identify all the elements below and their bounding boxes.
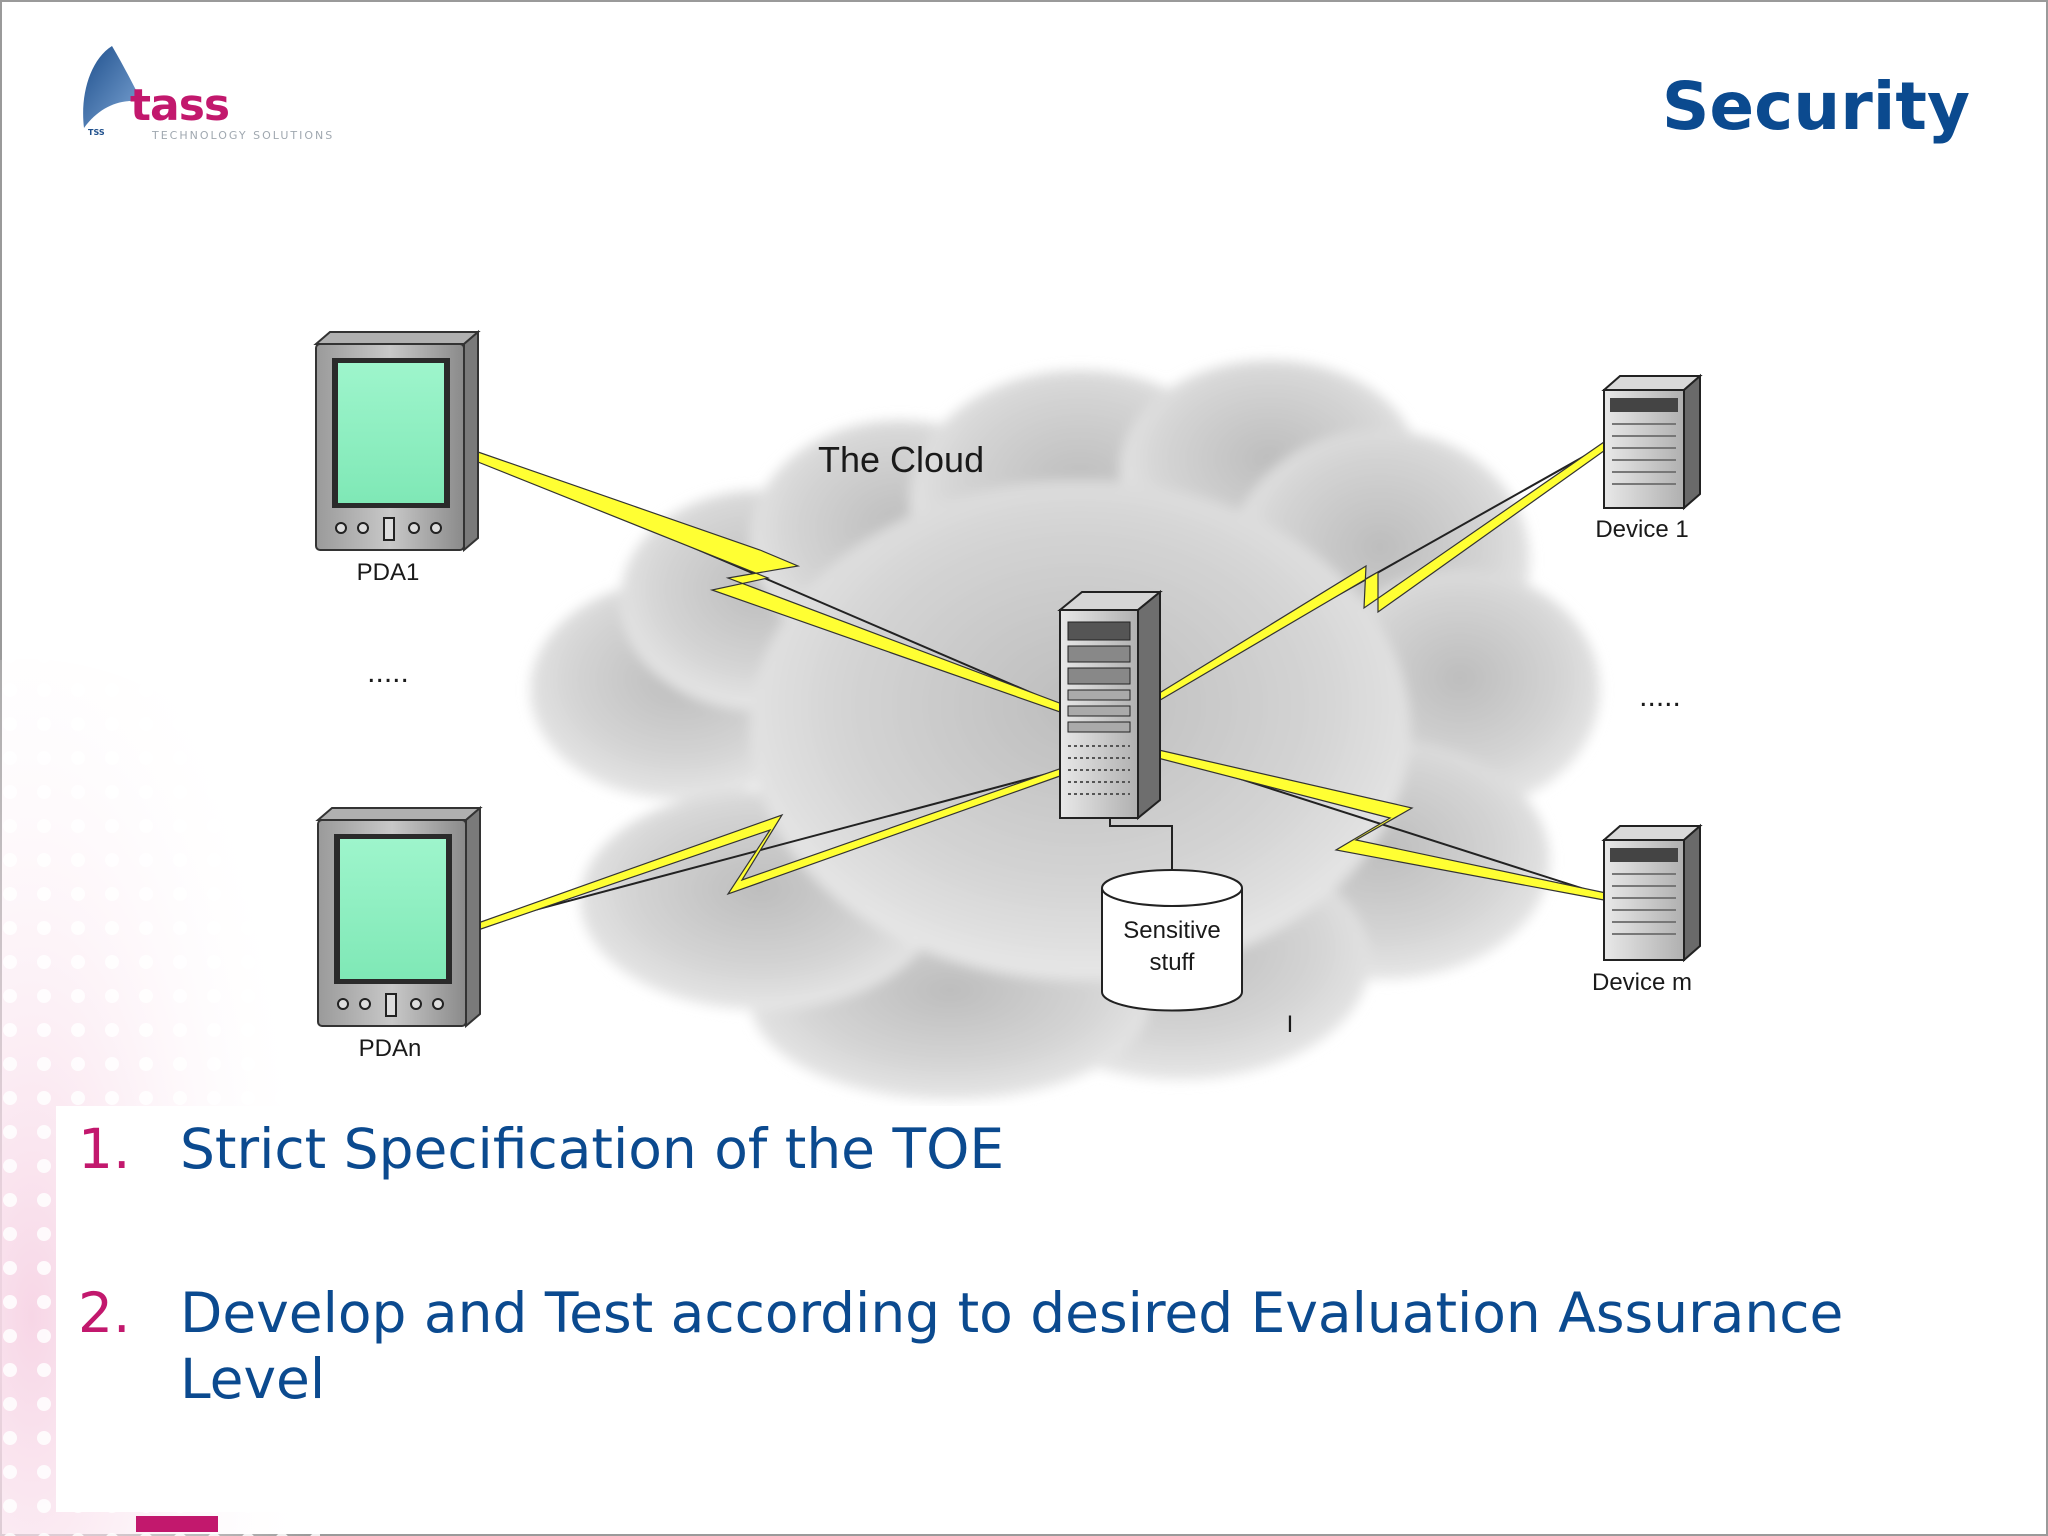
server-storage-connector xyxy=(1109,818,1173,882)
device-ellipsis: ..... xyxy=(1639,680,1681,713)
devicem-icon xyxy=(1601,823,1703,963)
list-item-text: Strict Specification of the TOE xyxy=(180,1117,1005,1181)
numbered-list: 1. Strict Specification of the TOE 2. De… xyxy=(78,1116,1978,1412)
pda1-icon xyxy=(313,329,481,553)
footer-accent-bar xyxy=(136,1516,218,1532)
logo-tagline: TECHNOLOGY SOLUTIONS xyxy=(152,129,335,142)
database-cylinder-icon xyxy=(1101,869,1243,1012)
logo-swoosh-icon xyxy=(83,46,142,128)
list-item: 2. Develop and Test according to desired… xyxy=(78,1280,1978,1412)
device1-label: Device 1 xyxy=(1595,516,1688,543)
list-item-number: 1. xyxy=(78,1117,131,1181)
pdan-label: PDAn xyxy=(359,1035,422,1062)
server-icon xyxy=(1057,589,1163,821)
pdan-icon xyxy=(315,805,483,1029)
pda-ellipsis: ..... xyxy=(367,656,409,689)
cloud-label: The Cloud xyxy=(818,439,984,480)
storage-label-line1: Sensitive xyxy=(1123,917,1220,944)
pda1-label: PDA1 xyxy=(357,559,420,586)
list-item-number: 2. xyxy=(78,1281,131,1345)
storage-label-line2: stuff xyxy=(1150,949,1195,976)
device1-icon xyxy=(1601,373,1703,511)
cloud-shape xyxy=(530,360,1600,1100)
list-item: 1. Strict Specification of the TOE xyxy=(78,1116,1978,1182)
logo-wordmark: tass xyxy=(130,80,230,131)
devicem-label: Device m xyxy=(1592,969,1692,996)
list-panel xyxy=(56,1106,2046,1512)
logo-mark: TSS xyxy=(88,128,105,137)
list-item-text: Develop and Test according to desired Ev… xyxy=(180,1281,1844,1411)
stray-mark: I xyxy=(1287,1011,1294,1038)
tass-logo: TSS tass TECHNOLOGY SOLUTIONS xyxy=(70,40,370,150)
slide-title: Security xyxy=(1661,68,1970,145)
